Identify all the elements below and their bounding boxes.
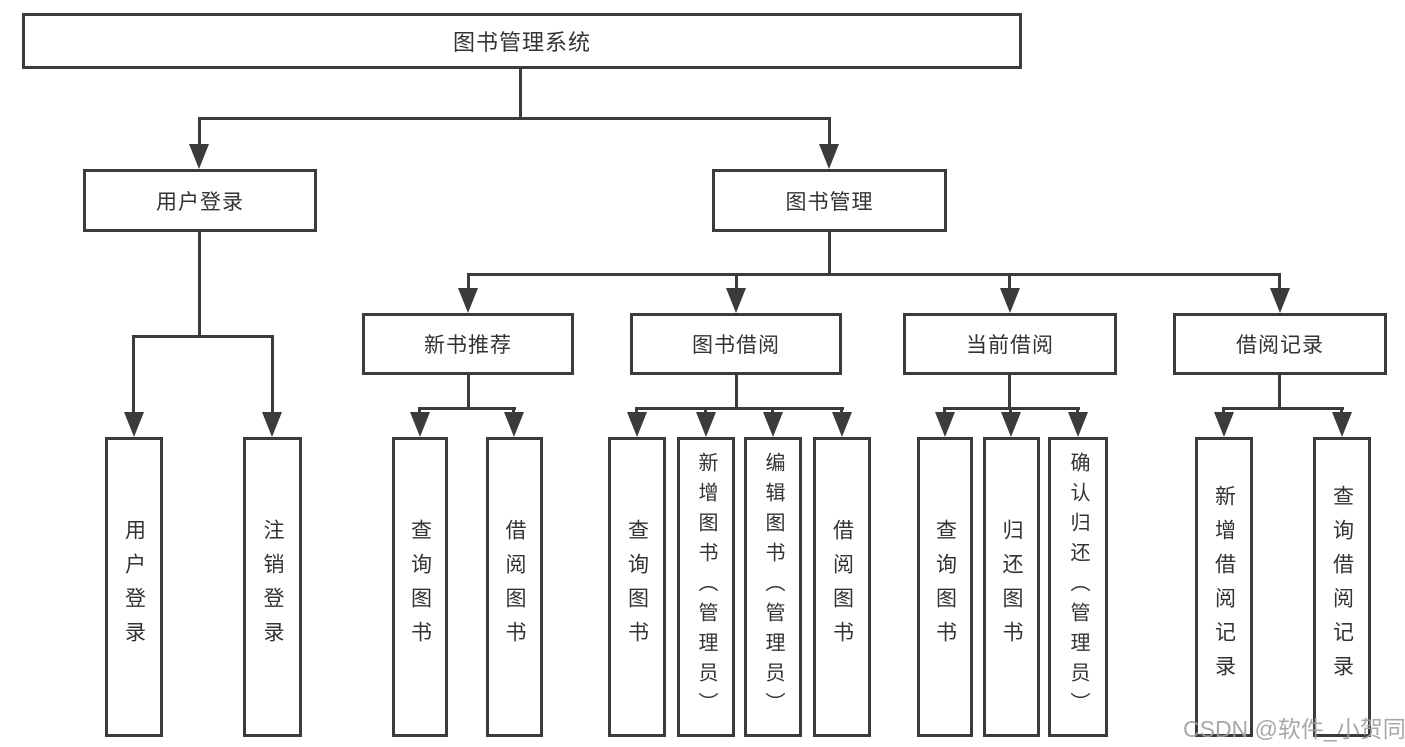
connector-user-login-stem [198,232,201,335]
node-label: 当前借阅 [966,334,1054,357]
leaf-query-books-1: 查询图书 [392,437,448,737]
root-node-library-system: 图书管理系统 [22,13,1022,69]
connector-new-book-bar [418,407,516,410]
connector-drop [771,407,774,414]
connector-drop [635,407,638,414]
arrow-confirm-return-admin [1068,412,1088,437]
connector-drop [1009,407,1012,414]
connector-user-login-bar [132,335,274,338]
arrow-query-books-3 [935,412,955,437]
connector-drop [418,407,421,414]
connector-book-borrowing-bar [635,407,844,410]
connector-drop-borrowing-records [1278,273,1281,290]
leaf-label: 归还图书 [1000,519,1023,655]
connector-drop [840,407,843,414]
arrow-borrow-books-1 [504,412,524,437]
leaf-label: 新增借阅记录 [1212,485,1236,689]
connector-borrowing-records-bar [1222,407,1344,410]
node-label: 图书借阅 [692,334,780,357]
arrow-query-books-1 [410,412,430,437]
connector-root-bar [198,117,831,120]
connector-drop [943,407,946,414]
leaf-add-borrow-record: 新增借阅记录 [1195,437,1253,737]
leaf-borrow-books-1: 借阅图书 [486,437,543,737]
leaf-edit-books-admin: 编辑图书（管理员） [744,437,802,737]
connector-drop-new-book [467,273,470,290]
leaf-label: 借阅图书 [830,519,854,655]
leaf-label: 查询图书 [408,519,432,655]
connector-root-stem [519,69,522,117]
arrow-return-books [1001,412,1021,437]
connector-drop [1222,407,1225,414]
leaf-confirm-return-admin: 确认归还（管理员） [1048,437,1108,737]
node-label: 用户登录 [156,190,244,214]
node-label: 借阅记录 [1236,334,1324,357]
leaf-label: 查询图书 [625,519,649,655]
node-book-management-module: 图书管理 [712,169,947,232]
leaf-user-login: 用户登录 [105,437,163,737]
connector-new-book-stem [467,375,470,407]
node-book-borrowing: 图书借阅 [630,313,842,375]
connector-drop-user-login-leaf [132,335,135,413]
connector-drop [1076,407,1079,414]
node-current-borrowing: 当前借阅 [903,313,1117,375]
arrow-user-login-leaf [124,412,144,437]
leaf-label: 新增图书（管理员） [695,452,717,722]
leaf-logout: 注销登录 [243,437,302,737]
connector-drop [704,407,707,414]
arrow-add-books-admin [696,412,716,437]
connector-book-mgmt-bar [467,273,1281,276]
node-label: 图书管理 [785,190,874,214]
connector-drop-current-borrowing [1008,273,1011,290]
arrow-current-borrowing [1000,288,1020,313]
connector-drop [1340,407,1343,414]
connector-drop-user-login-module [198,117,201,146]
connector-drop-book-management [828,117,831,146]
arrow-query-borrow-record [1332,412,1352,437]
arrow-book-borrowing [726,288,746,313]
connector-drop-logout-leaf [271,335,274,413]
leaf-label: 确认归还（管理员） [1067,452,1089,722]
node-borrowing-records: 借阅记录 [1173,313,1387,375]
arrow-query-books-2 [627,412,647,437]
leaf-query-borrow-record: 查询借阅记录 [1313,437,1371,737]
connector-borrowing-records-stem [1278,375,1281,407]
arrow-new-book-recommend [458,288,478,313]
csdn-watermark: CSDN @软件_小贺同学 [1183,716,1405,742]
leaf-label: 查询图书 [933,519,957,655]
leaf-label: 用户登录 [122,519,146,655]
connector-book-mgmt-stem [828,232,831,273]
leaf-label: 查询借阅记录 [1330,485,1354,689]
root-node-label: 图书管理系统 [452,30,591,55]
arrow-logout-leaf [262,412,282,437]
connector-book-borrowing-stem [735,375,738,407]
connector-drop [512,407,515,414]
node-label: 新书推荐 [424,334,512,357]
leaf-query-books-3: 查询图书 [917,437,973,737]
connector-drop-book-borrowing [735,273,738,290]
connector-current-borrowing-stem [1008,375,1011,407]
arrow-borrowing-records [1270,288,1290,313]
arrow-user-login-module [189,144,209,169]
leaf-return-books: 归还图书 [983,437,1040,737]
node-user-login-module: 用户登录 [83,169,317,232]
leaf-add-books-admin: 新增图书（管理员） [677,437,735,737]
leaf-label: 借阅图书 [503,519,526,655]
arrow-add-borrow-record [1214,412,1234,437]
leaf-query-books-2: 查询图书 [608,437,666,737]
arrow-edit-books-admin [763,412,783,437]
node-new-book-recommend: 新书推荐 [362,313,574,375]
leaf-borrow-books-2: 借阅图书 [813,437,871,737]
arrow-borrow-books-2 [832,412,852,437]
arrow-book-management [819,144,839,169]
leaf-label: 注销登录 [261,519,284,655]
leaf-label: 编辑图书（管理员） [762,452,784,722]
